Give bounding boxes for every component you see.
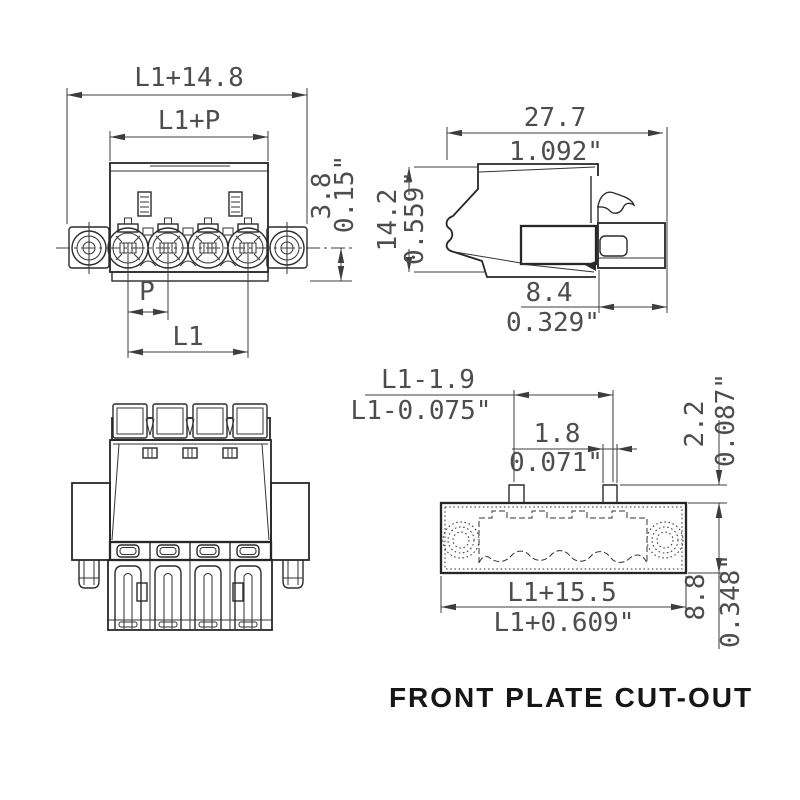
dim-label-front-height-in: 0.15" (330, 155, 360, 233)
pin-shroud (107, 559, 273, 631)
pole-screws (107, 217, 269, 269)
side-bottom-wedge (585, 261, 596, 271)
plug-barrel (597, 222, 666, 269)
dim-length-l1: L1 (128, 254, 249, 358)
rear-flange-left (71, 482, 111, 589)
vent-slot-right (228, 191, 243, 217)
latch-hook (597, 191, 636, 214)
dim-label-slot-span-in: L1-0.075" (351, 396, 492, 426)
dim-label-plug-depth-mm: 8.4 (526, 278, 573, 308)
cutout-dotted-edge (444, 506, 683, 570)
dim-front-height: 3.8 0.15" (307, 155, 360, 282)
dim-label-depth-in: 1.092" (509, 137, 603, 167)
side-screw-block (519, 224, 598, 266)
dim-label-side-height-in: 0.559" (400, 171, 430, 265)
dim-plug-depth: 8.4 0.329" (506, 270, 667, 338)
dim-label-slot-span-mm: L1-1.9 (381, 365, 475, 395)
dim-label-pitch: P (139, 277, 155, 307)
pole-screw-3 (187, 217, 229, 269)
dim-depth: 27.7 1.092" (446, 103, 668, 313)
cutout-screw-hole-right (646, 521, 684, 559)
latch-window-1 (136, 582, 148, 602)
side-profile (445, 163, 666, 278)
dim-slot-span: L1-1.9 L1-0.075" (351, 365, 614, 482)
plug-pin (599, 235, 628, 257)
dim-label-slot-width-mm: 1.8 (534, 419, 581, 449)
dim-label-housing-width: L1+P (158, 106, 221, 136)
dim-label-slot-height-in: 0.087" (711, 373, 741, 467)
dim-label-slot-height-mm: 2.2 (680, 401, 710, 448)
plug-rear-view (71, 403, 310, 631)
front-base-strip (111, 271, 269, 282)
dim-label-cutout-width-in: L1+0.609" (494, 608, 635, 638)
vent-slot-left (137, 191, 152, 217)
rear-vents (142, 447, 238, 459)
dim-label-slot-width-in: 0.071" (509, 448, 603, 478)
dim-housing-width: L1+P (109, 106, 269, 161)
dim-cutout-width: L1+15.5 L1+0.609" (440, 576, 687, 638)
connector-silhouette (478, 510, 648, 564)
dim-label-cutout-width-mm: L1+15.5 (507, 578, 617, 608)
dim-slot-width: 1.8 0.071" (509, 419, 637, 483)
front-plate-cutout-view: L1-1.9 L1-0.075" 1.8 0.071" 2.2 0.087" (351, 365, 746, 649)
front-housing-body (109, 162, 269, 273)
dim-pitch: P (127, 254, 169, 358)
dim-slot-height: 2.2 0.087" (620, 373, 741, 518)
screw-access-band (108, 540, 273, 562)
dim-label-front-height-mm: 3.8 (307, 173, 337, 220)
dim-total-width: L1+14.8 (66, 63, 308, 224)
dim-label-total-width: L1+14.8 (134, 63, 244, 93)
wire-entry-blocks (112, 403, 268, 439)
cutout-tab-right (602, 484, 618, 503)
dim-label-depth-mm: 27.7 (524, 103, 587, 133)
plug-side-view: 27.7 1.092" 14.2 (373, 103, 668, 338)
drawing-caption: FRONT PLATE CUT-OUT (389, 682, 753, 713)
dim-cutout-height: 8.8 0.348" (681, 503, 746, 649)
plug-front-view: L1+14.8 L1+P (56, 63, 360, 358)
cutout-screw-hole-left (442, 521, 480, 559)
dim-side-height: 14.2 0.559" (373, 166, 486, 273)
dim-label-plug-depth-in: 0.329" (506, 308, 600, 338)
cutout-outer-rect (439, 501, 688, 575)
cutout-tab-left (508, 484, 525, 503)
rear-flange-right (270, 482, 310, 589)
dim-label-side-height-mm: 14.2 (373, 189, 403, 252)
rear-body (109, 439, 272, 543)
dim-label-length-l1: L1 (172, 322, 203, 352)
latch-window-2 (232, 582, 244, 602)
dim-label-cutout-height-in: 0.348" (716, 554, 746, 648)
